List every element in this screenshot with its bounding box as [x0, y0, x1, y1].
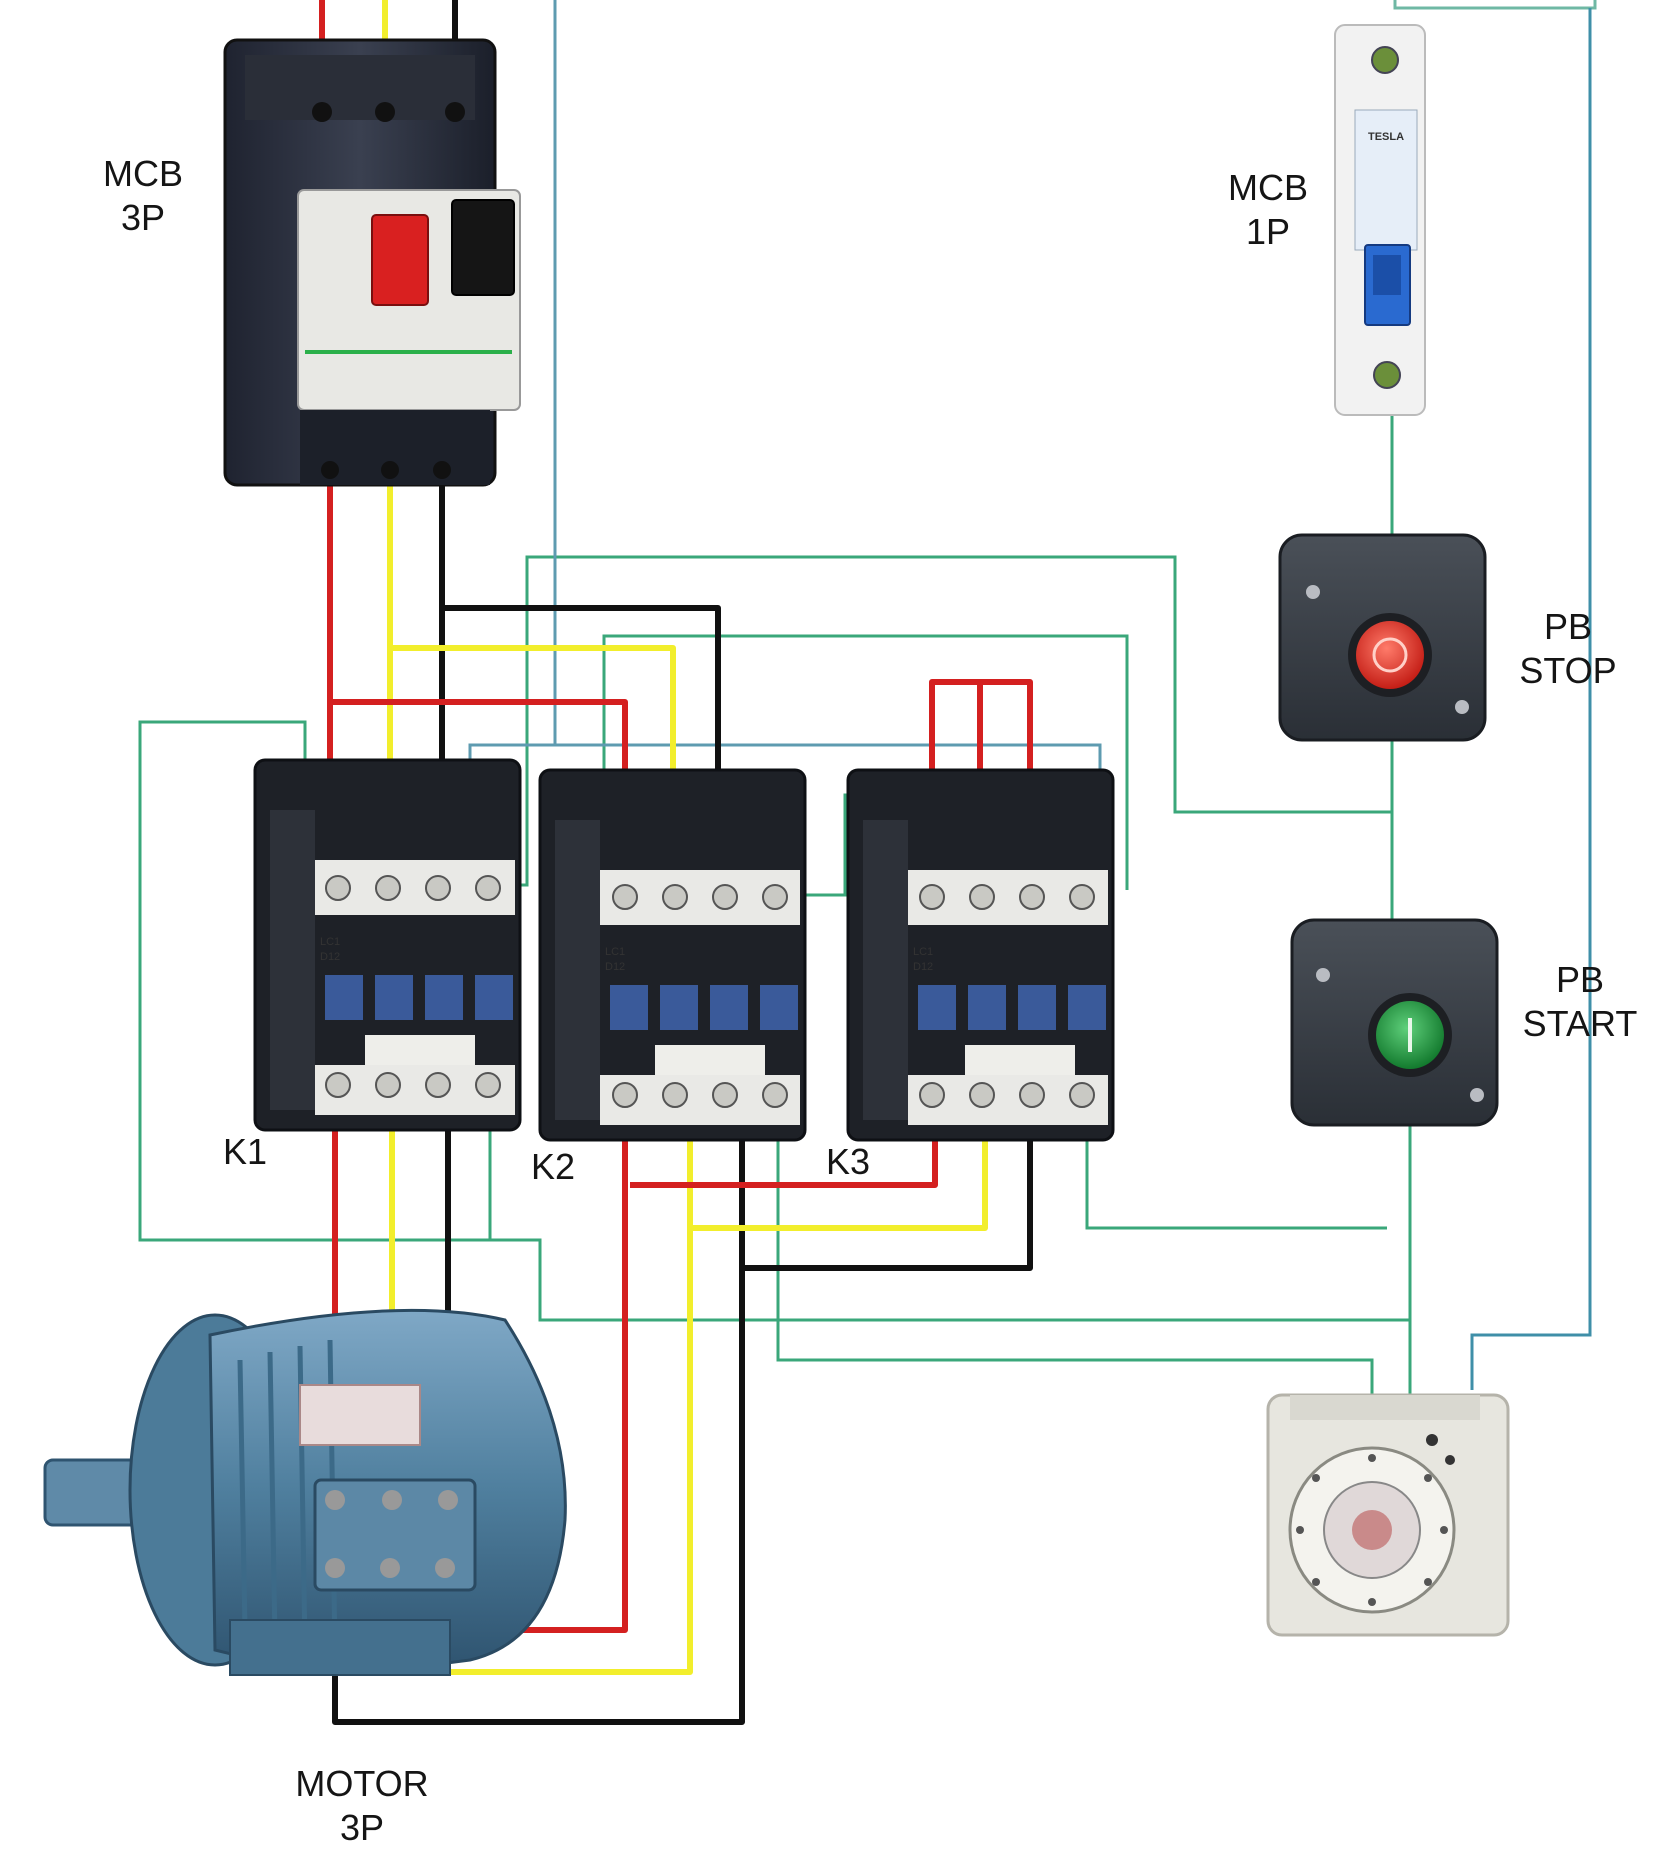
motor-3p: [43, 1308, 567, 1676]
k2-model-line2: D12: [605, 961, 625, 973]
k3-k2-yellow: [690, 1120, 988, 1231]
label-pb-stop-line2: STOP: [1519, 650, 1617, 691]
label-motor: MOTOR 3P: [295, 1762, 428, 1850]
control-loop-k3: [602, 634, 1129, 890]
stop-button-cap: [1356, 621, 1424, 689]
control-k3-timer: [1085, 1120, 1387, 1230]
label-mcb-1p-line2: 1P: [1245, 211, 1291, 252]
label-k2: K2: [530, 1146, 576, 1187]
k3-k2-black: [742, 1120, 1033, 1271]
label-mcb-3p-line1: MCB: [103, 153, 183, 194]
label-pb-stop-line1: PB: [1543, 606, 1593, 647]
label-pb-stop: PB STOP: [1519, 605, 1616, 693]
label-pb-start-line2: START: [1522, 1003, 1638, 1044]
control-k2-timer: [776, 1120, 1374, 1400]
control-neutral-line: [1470, 8, 1592, 1390]
label-mcb-3p-line2: 3P: [120, 197, 166, 238]
contactor-k3: LC1 D12: [846, 768, 1115, 1142]
k3-model-line2: D12: [913, 961, 933, 973]
label-k3: K3: [825, 1141, 871, 1182]
contactor-k1: LC1 D12: [253, 758, 522, 1132]
label-mcb-1p: MCB 1P: [1228, 166, 1308, 254]
mcb1p-brand: TESLA: [1368, 131, 1404, 143]
label-k1: K1: [222, 1131, 268, 1172]
timer-relay: [1266, 1393, 1510, 1637]
k1-model-line2: D12: [320, 951, 340, 963]
motor-terminal-box: [313, 1478, 477, 1592]
mcb-1p: TESLA: [1334, 24, 1426, 416]
label-mcb-3p: MCB 3P: [103, 152, 183, 240]
label-pb-start-line1: PB: [1555, 959, 1605, 1000]
k1-model-line1: LC1: [320, 936, 340, 948]
k3-k2-red: [630, 1120, 938, 1188]
control-supply-line: [1393, 0, 1597, 10]
k2-model-line1: LC1: [605, 946, 625, 958]
label-motor-line1: MOTOR: [295, 1763, 429, 1804]
label-motor-line2: 3P: [339, 1807, 385, 1848]
mcb-3p: [223, 38, 521, 487]
contactor-k2: LC1 D12: [538, 768, 807, 1142]
label-mcb-1p-line1: MCB: [1228, 167, 1308, 208]
label-pb-start: PB START: [1523, 958, 1638, 1046]
pb-stop: [1278, 533, 1487, 742]
pb-start: [1290, 918, 1499, 1127]
control-loop-left: [138, 720, 1410, 1322]
k3-model-line1: LC1: [913, 946, 933, 958]
